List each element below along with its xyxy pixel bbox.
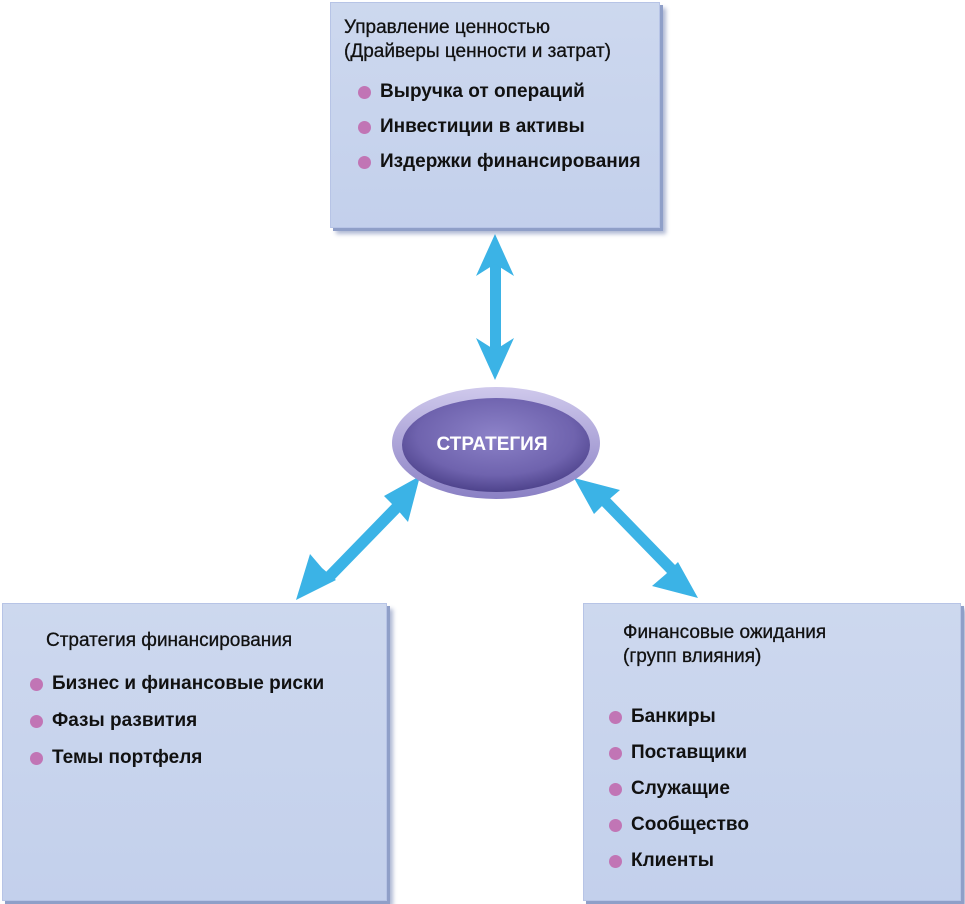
arrow-strategy-left <box>296 476 420 600</box>
list-item: Банкиры <box>609 705 947 729</box>
list-item: Бизнес и финансовые риски <box>30 672 369 696</box>
bullet-icon <box>609 747 622 760</box>
financing-strategy-list: Бизнес и финансовые риски Фазы развития … <box>30 672 369 770</box>
financing-strategy-title: Стратегия финансирования <box>46 630 293 651</box>
strategy-label: СТРАТЕГИЯ <box>437 434 548 455</box>
financial-expectations-box: Финансовые ожидания (групп влияния) Банк… <box>583 603 961 901</box>
value-management-title: Управление ценностью (Драйверы ценности … <box>344 17 611 62</box>
value-management-box: Управление ценностью (Драйверы ценности … <box>330 2 660 228</box>
financial-expectations-list: Банкиры Поставщики Служащие Сообщество К… <box>609 705 947 873</box>
list-item: Клиенты <box>609 849 947 873</box>
bullet-icon <box>358 121 371 134</box>
list-item: Издержки финансирования <box>358 150 646 174</box>
bullet-icon <box>358 156 371 169</box>
bullet-icon <box>609 819 622 832</box>
list-item: Темы портфеля <box>30 746 369 770</box>
arrow-strategy-right <box>574 478 698 598</box>
list-item: Сообщество <box>609 813 947 837</box>
list-item: Инвестиции в активы <box>358 115 646 139</box>
arrow-top-strategy <box>476 234 514 380</box>
bullet-icon <box>609 711 622 724</box>
bullet-icon <box>358 86 371 99</box>
list-item: Служащие <box>609 777 947 801</box>
bullet-icon <box>609 855 622 868</box>
list-item: Поставщики <box>609 741 947 765</box>
value-management-list: Выручка от операций Инвестиции в активы … <box>344 80 646 174</box>
financial-expectations-title: Финансовые ожидания (групп влияния) <box>623 622 827 667</box>
list-item: Выручка от операций <box>358 80 646 104</box>
bullet-icon <box>30 752 43 765</box>
financing-strategy-box: Стратегия финансирования Бизнес и финанс… <box>2 603 387 901</box>
strategy-node: СТРАТЕГИЯ <box>392 387 600 499</box>
bullet-icon <box>30 715 43 728</box>
bullet-icon <box>609 783 622 796</box>
bullet-icon <box>30 678 43 691</box>
list-item: Фазы развития <box>30 709 369 733</box>
